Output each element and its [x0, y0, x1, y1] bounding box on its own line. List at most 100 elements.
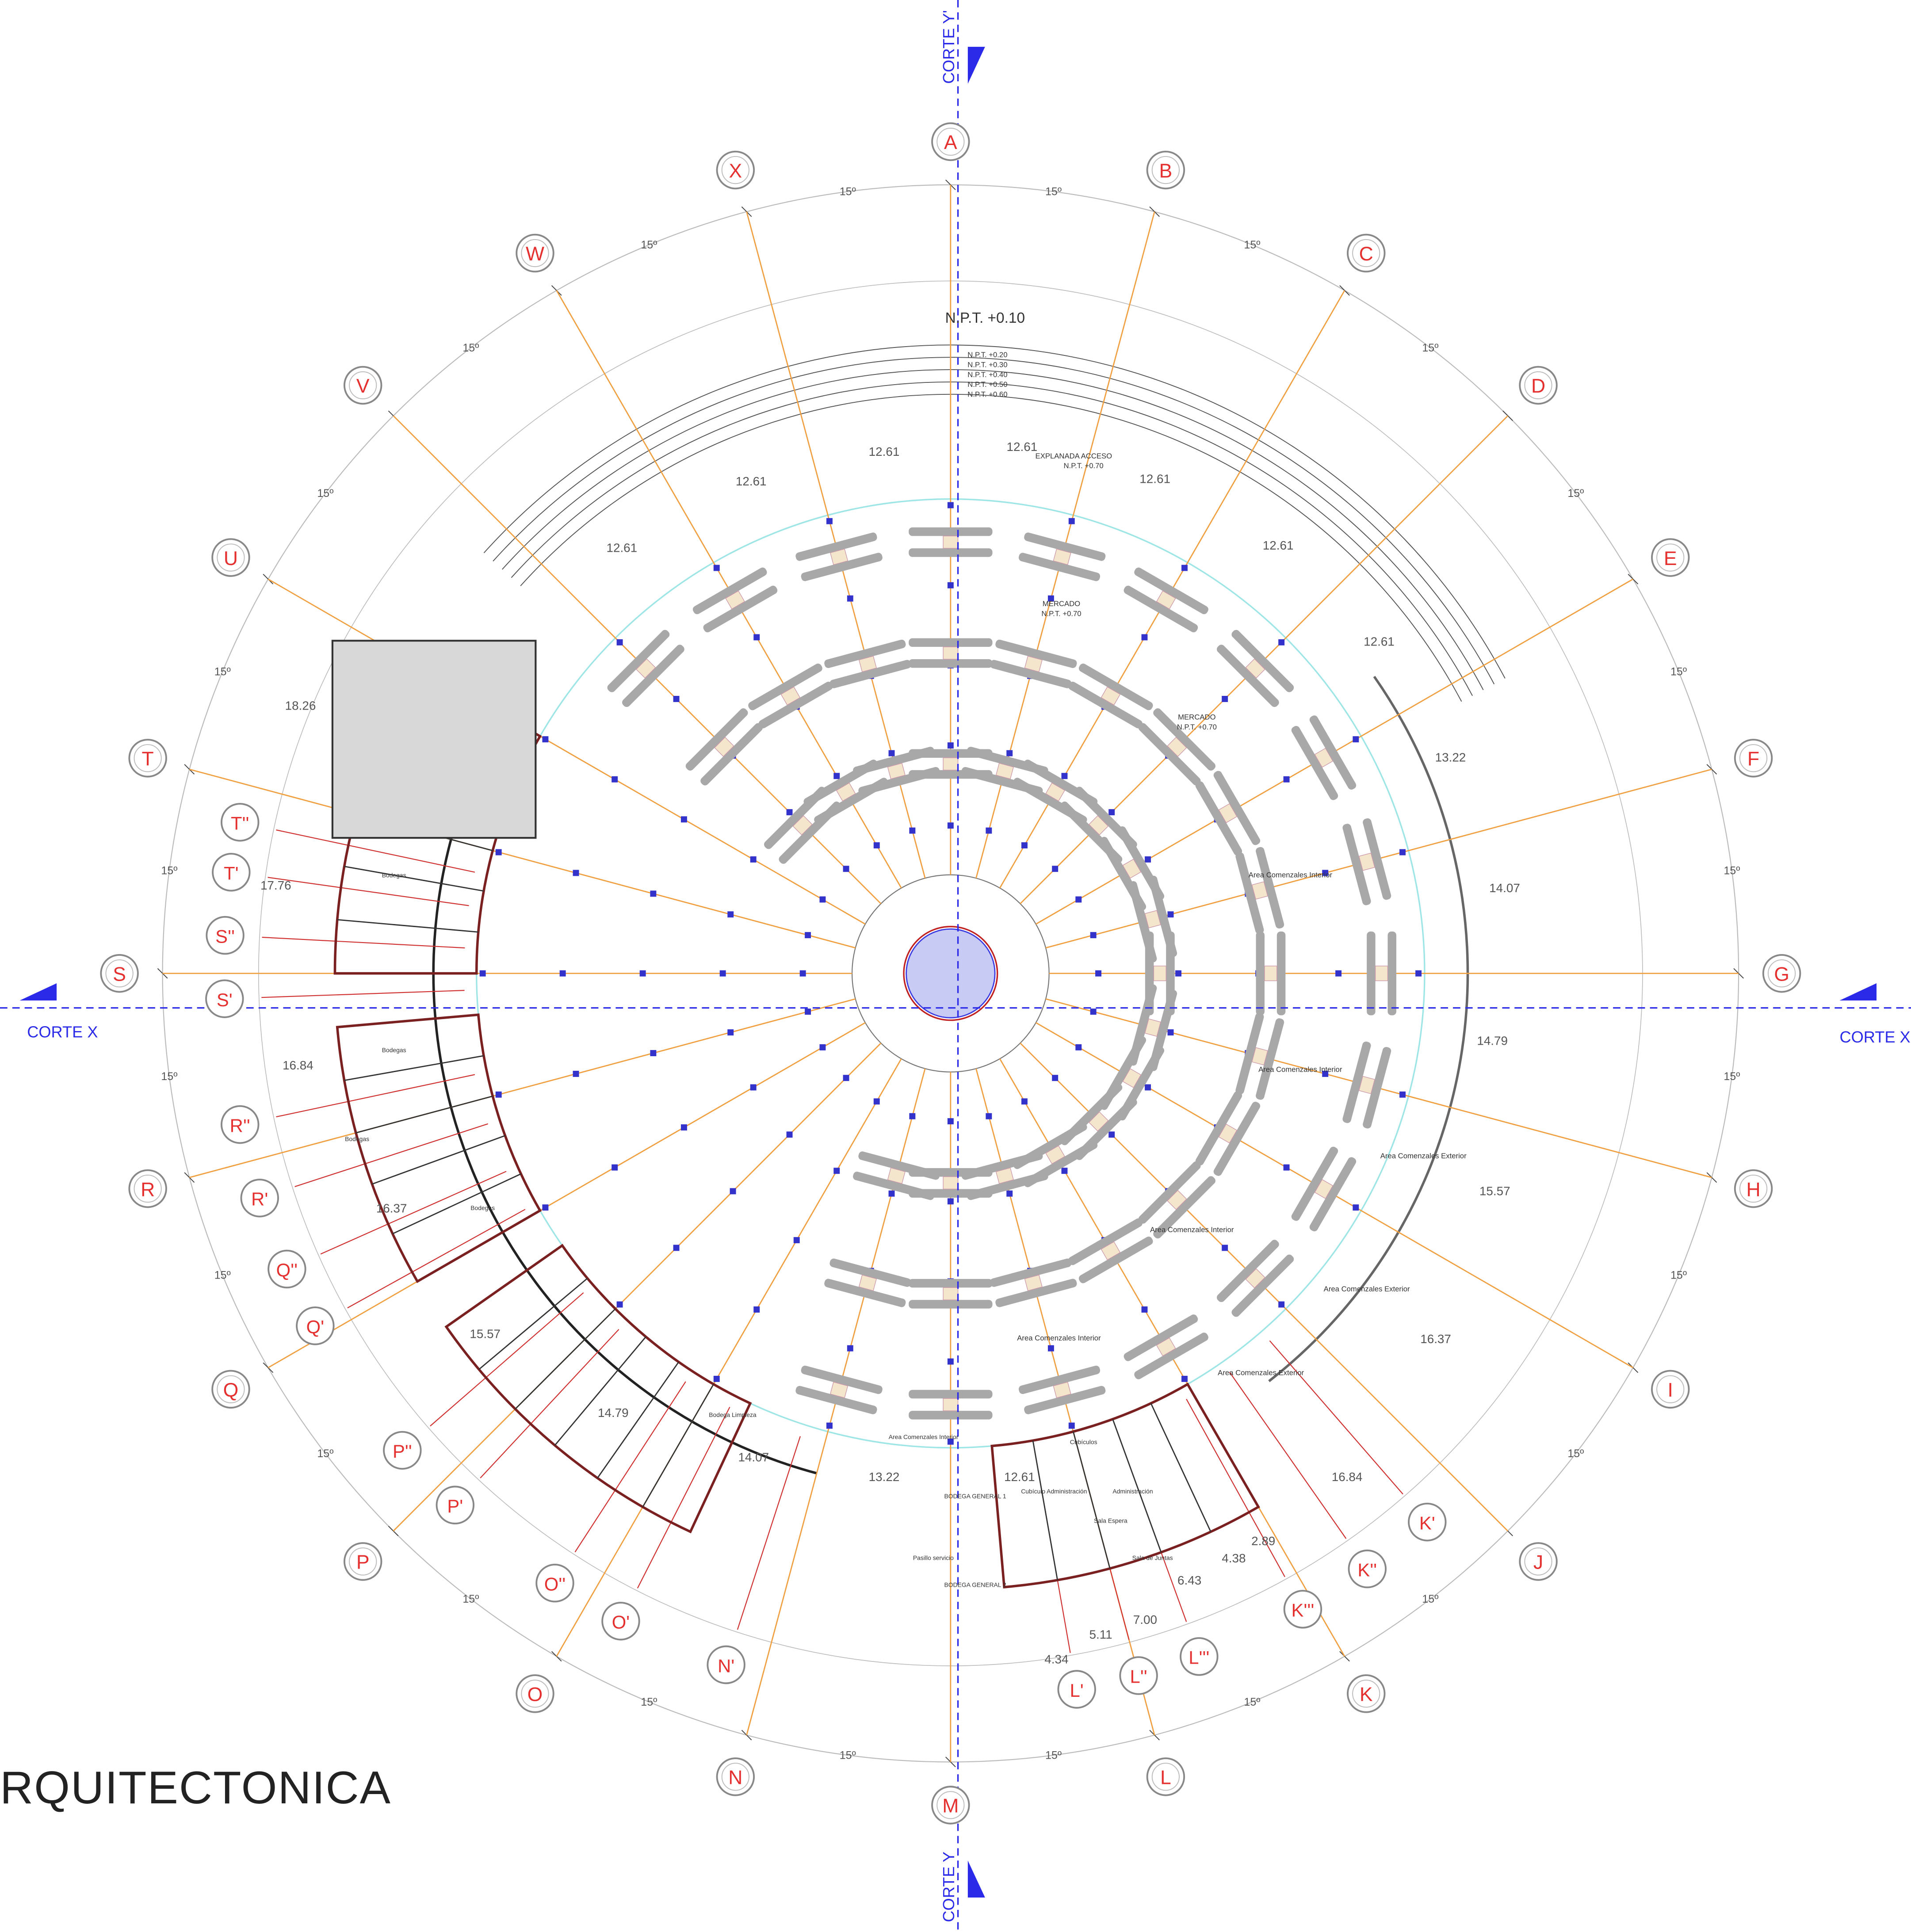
sub-axis-bubble — [268, 1249, 306, 1289]
stall-counter — [1277, 931, 1286, 1016]
stall-counter — [1195, 1091, 1242, 1166]
stall-core — [1251, 1047, 1268, 1065]
column-marker — [873, 1098, 880, 1105]
axis-bubble-inner — [1352, 239, 1380, 267]
stall-core — [1218, 803, 1238, 823]
column-marker — [1095, 970, 1101, 977]
axis-label-M: M — [942, 1795, 959, 1817]
column-marker — [573, 870, 579, 876]
stall-core — [1156, 590, 1176, 610]
corte-x-label: CORTE X — [27, 1023, 98, 1041]
axis-label-X: X — [729, 160, 742, 182]
stall-core — [943, 1176, 959, 1190]
column-marker — [873, 842, 880, 849]
stall-counter — [1342, 1041, 1371, 1123]
zone-label: Area Comenzales Exterior — [1324, 1285, 1410, 1293]
axis-line-U — [268, 578, 866, 925]
column-marker — [1278, 1301, 1285, 1308]
column-marker — [727, 911, 734, 918]
stall-counter — [607, 630, 670, 692]
stall-group — [824, 639, 911, 688]
column-marker — [1141, 634, 1148, 641]
stall-core — [636, 658, 656, 679]
column-marker — [1399, 849, 1406, 855]
stall-counter — [1024, 1386, 1106, 1414]
column-marker — [833, 773, 840, 779]
room-partition — [1032, 1440, 1059, 1581]
angle-label: 15º — [1567, 1447, 1584, 1460]
angle-label: 15º — [1045, 1749, 1062, 1761]
stall-core — [1122, 1068, 1142, 1088]
sub-axis-line — [261, 990, 465, 998]
stall-counter — [1291, 725, 1338, 800]
stall-group — [824, 1258, 911, 1307]
column-marker — [479, 970, 486, 977]
stall-counter — [758, 681, 833, 729]
stall-counter — [1134, 1333, 1208, 1379]
angle-label: 15º — [1567, 487, 1584, 500]
sub-axis-label: L'' — [1130, 1666, 1147, 1687]
stall-counter — [1309, 715, 1357, 790]
sub-axis-bubble — [1283, 1590, 1322, 1629]
arc-tick — [551, 285, 562, 296]
stall-counter — [748, 663, 822, 710]
stall-counter — [909, 659, 993, 668]
service-wing-block — [336, 1013, 542, 1283]
room-label: Bodegas — [382, 1046, 406, 1054]
sub-axis-line — [320, 1171, 507, 1255]
access-step-arc — [493, 357, 1495, 684]
axis-bubble-inner — [1151, 1763, 1180, 1791]
stall-group — [853, 747, 940, 796]
column-marker — [1415, 970, 1422, 977]
stall-group — [795, 1365, 883, 1414]
axis-bubble-inner — [936, 127, 965, 156]
building-walls — [331, 640, 1260, 1588]
sub-axis-bubble — [206, 916, 245, 955]
column-marker — [947, 1358, 954, 1365]
column-marker — [750, 856, 757, 863]
column-marker — [542, 736, 549, 743]
stall-core — [1101, 686, 1121, 706]
stall-group — [909, 1390, 993, 1420]
stall-counter — [990, 1258, 1072, 1287]
axis-bubble-inner — [1767, 959, 1796, 988]
angle-label: 15º — [1724, 864, 1740, 877]
service-wing-block — [990, 1382, 1260, 1588]
column-marker — [753, 634, 760, 641]
stall-core — [836, 783, 856, 802]
stall-counter — [995, 1279, 1077, 1307]
angle-label: 15º — [840, 186, 856, 198]
stall-group — [1018, 532, 1106, 581]
dimension-label: 12.61 — [1263, 538, 1294, 552]
axis-bubble-inner — [134, 1174, 162, 1203]
stall-core — [995, 763, 1014, 779]
stall-core — [887, 763, 906, 779]
column-marker — [1108, 1131, 1115, 1138]
stall-core — [1245, 1268, 1265, 1289]
axis-bubble-inner — [521, 239, 549, 267]
level-step: N.P.T. +0.50 — [967, 380, 1007, 389]
dimension-label: 12.61 — [1007, 440, 1038, 454]
room-label: Bodega Limpieza — [709, 1411, 757, 1418]
axis-line-R — [189, 998, 856, 1178]
sub-axis-line — [1269, 1340, 1403, 1495]
room-partition — [1112, 1419, 1162, 1553]
angle-label: 15º — [1244, 239, 1260, 251]
sub-axis-line — [262, 936, 465, 949]
corte-x2-label: CORTE X' — [1839, 1028, 1911, 1046]
angle-label: 15º — [1422, 1593, 1438, 1605]
sub-axis-label: S' — [217, 989, 233, 1010]
column-marker — [1353, 1204, 1359, 1211]
stall-counter — [1235, 852, 1264, 934]
service-wing-block — [444, 1244, 752, 1534]
stall-group — [909, 527, 993, 557]
stall-counter — [909, 1279, 993, 1288]
column-marker — [1167, 1029, 1174, 1036]
dimension-label: 12.61 — [1139, 472, 1170, 485]
sub-axis-bubble — [296, 1306, 335, 1345]
section-arrow-y — [967, 1860, 985, 1898]
stall-core — [792, 815, 813, 836]
stall-counter — [1153, 1176, 1215, 1239]
axis-line-O — [556, 1058, 902, 1657]
column-marker — [1090, 932, 1097, 939]
